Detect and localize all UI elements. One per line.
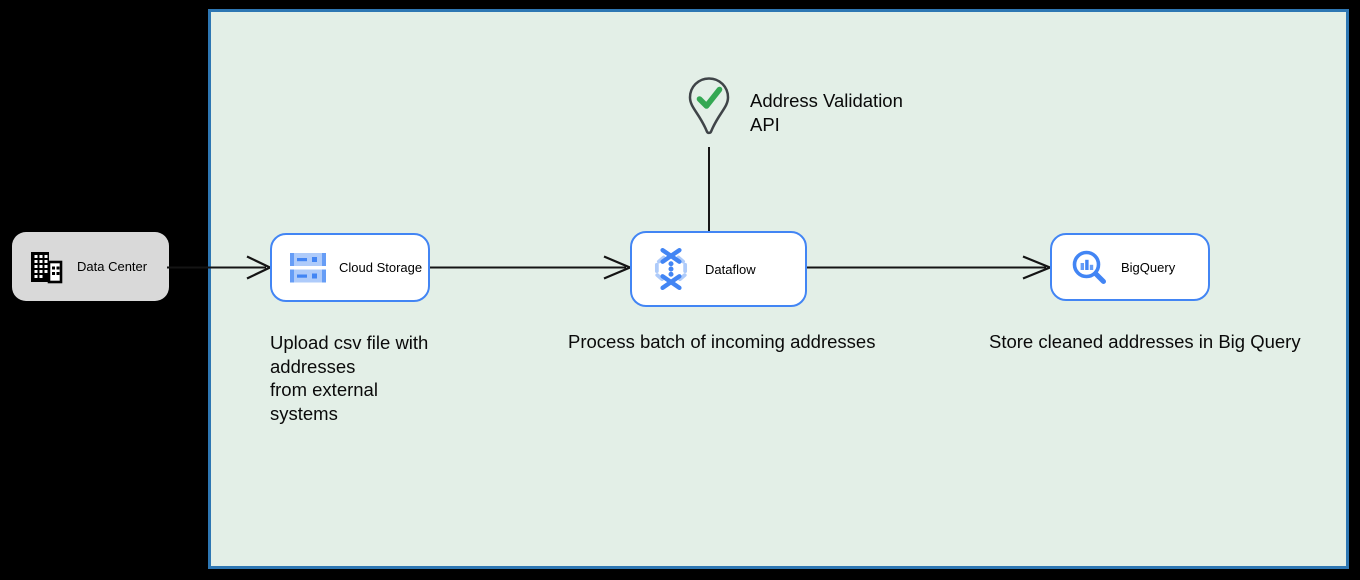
node-address-validation-api[interactable]: Address Validation API [687,76,927,140]
connector-dataflow-to-bigquery [807,255,1053,280]
caption-dataflow: Process batch of incoming addresses [568,331,876,352]
node-label-dataflow: Dataflow [705,261,756,277]
node-label-data-center: Data Center [77,259,148,274]
node-dataflow[interactable]: Dataflow [630,231,807,307]
address-validation-api-label: Address Validation API [750,90,903,135]
node-label-cloud-storage: Cloud Storage [339,260,423,275]
connector-cloud-storage-to-dataflow [430,255,633,280]
bigquery-icon [1072,250,1106,284]
location-pin-check-icon [688,77,730,135]
connector-address-validation-to-dataflow [708,147,710,231]
caption-bigquery: Store cleaned addresses in Big Query [989,331,1301,352]
node-cloud-storage[interactable]: Cloud Storage [270,233,430,302]
building-icon [31,251,63,283]
dataflow-icon [654,247,688,291]
node-bigquery[interactable]: BigQuery [1050,233,1210,301]
cloud-storage-icon [290,252,326,282]
connector-data-center-to-cloud-storage [167,255,273,280]
node-label-bigquery: BigQuery [1121,259,1176,275]
node-data-center[interactable]: Data Center [12,232,169,301]
caption-cloud-storage: Upload csv file with addresses from exte… [270,332,429,424]
